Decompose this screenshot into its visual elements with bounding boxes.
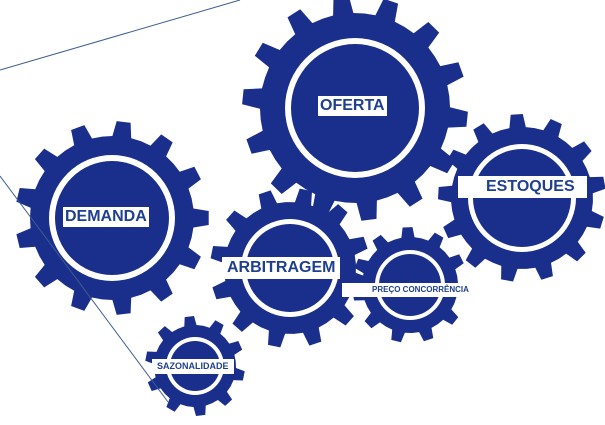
arbitragem-label: ARBITRAGEM — [222, 257, 341, 279]
preco-concorrencia-label: PREÇO CONCORRÊNCIA — [342, 283, 473, 297]
gear-estoques-hub — [473, 149, 571, 247]
estoques-label: ESTOQUES — [458, 176, 587, 198]
demanda-label: DEMANDA — [63, 207, 149, 227]
sazonalidade-label: SAZONALIDADE — [152, 359, 234, 374]
oferta-label: OFERTA — [318, 96, 387, 116]
connector-line-top — [0, 0, 241, 71]
connector-line-bottom — [0, 175, 169, 403]
